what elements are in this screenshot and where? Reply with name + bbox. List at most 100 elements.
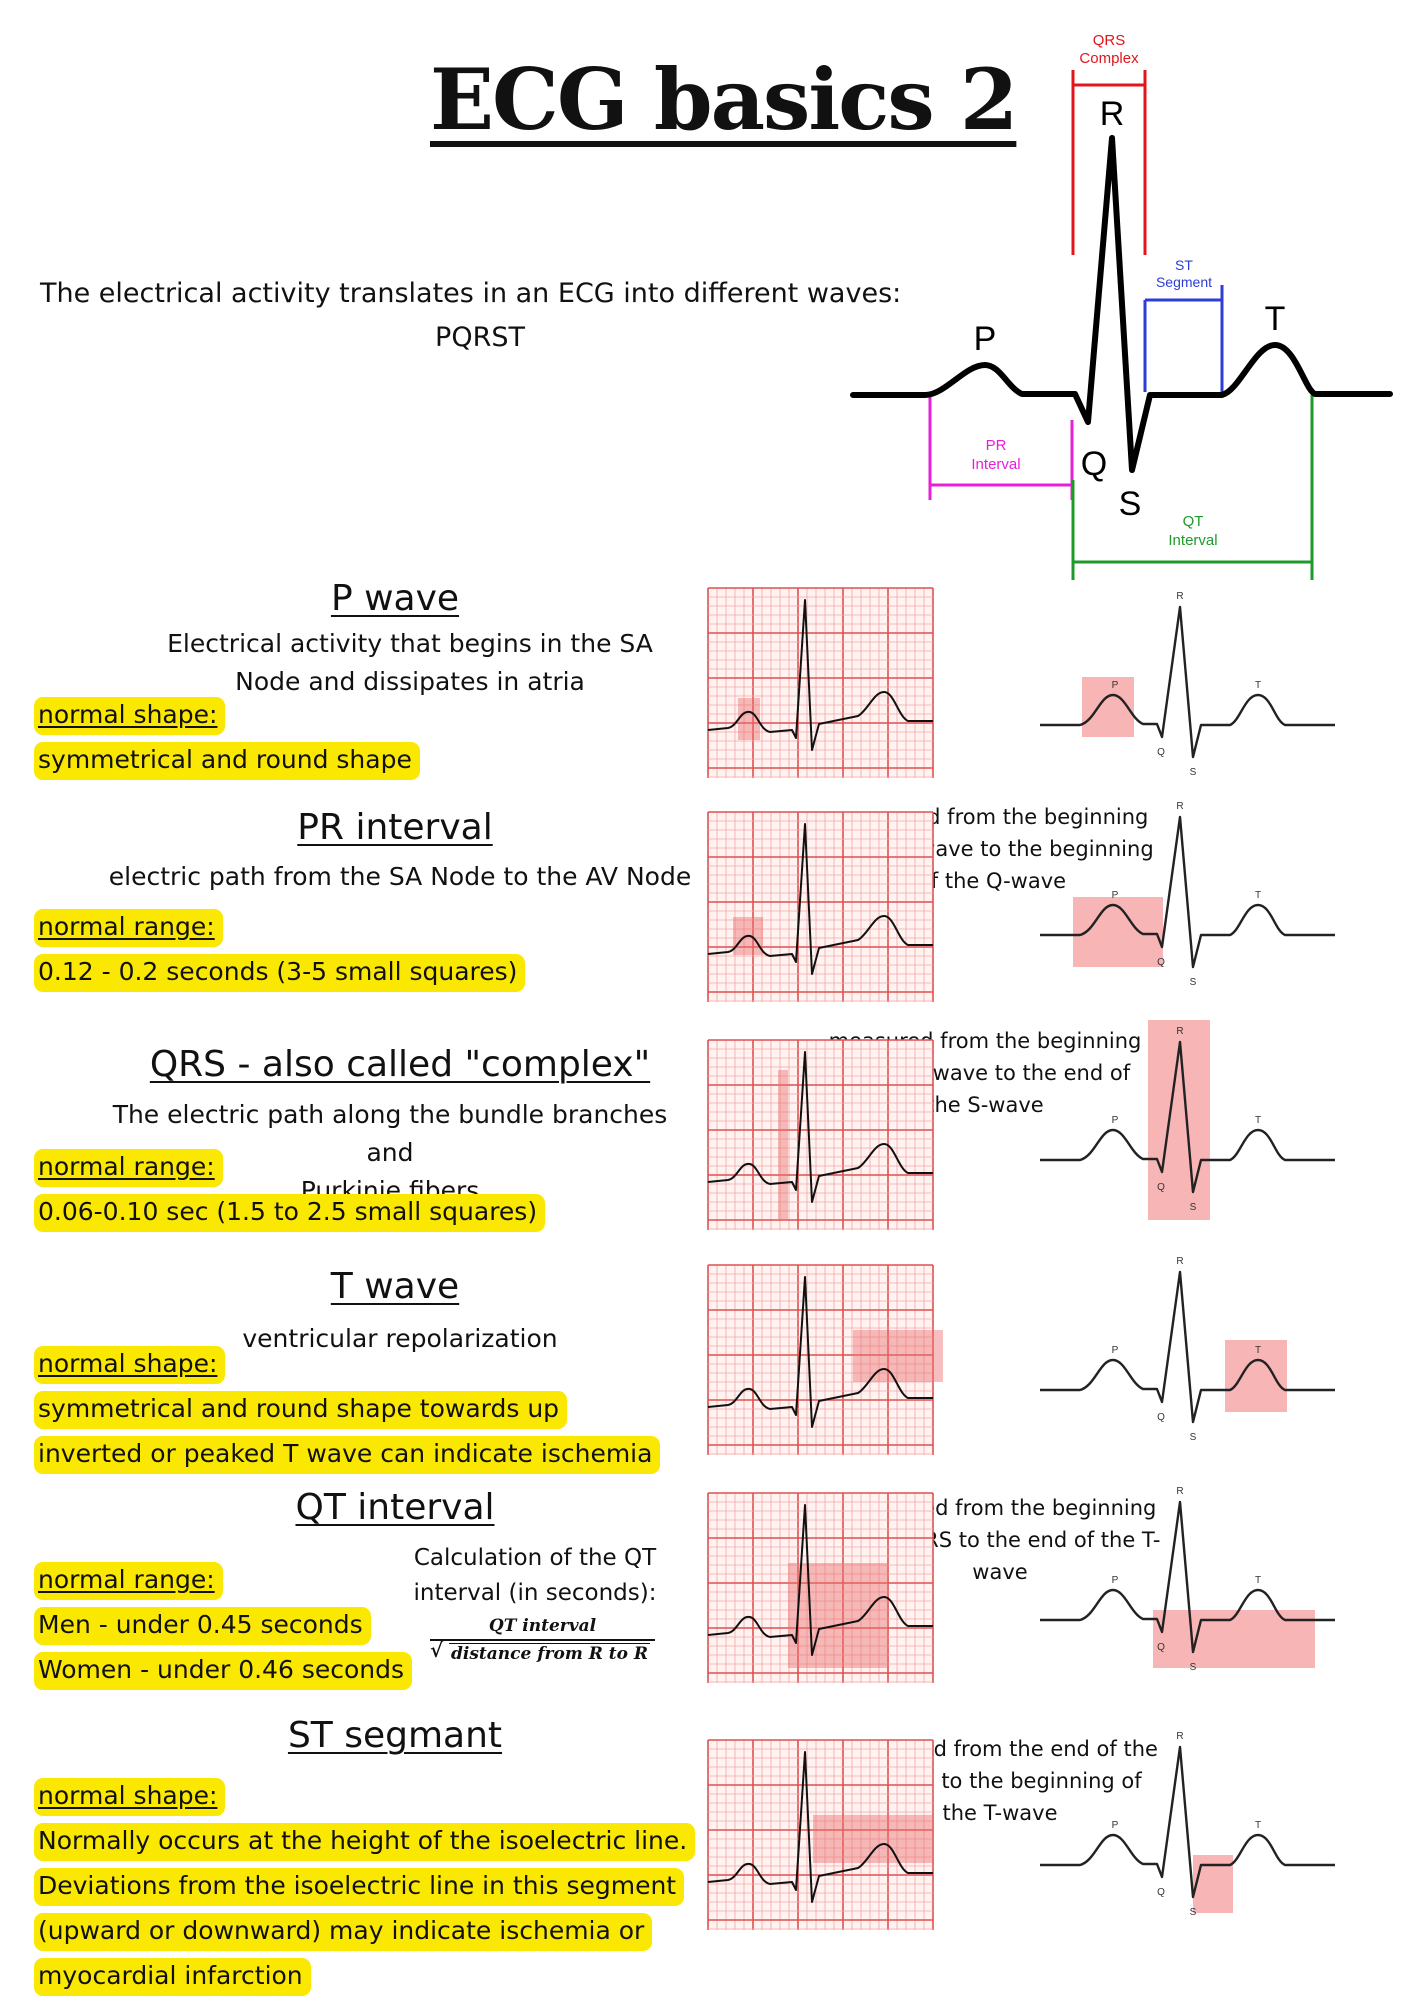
mini-ecg-trace [1040, 1500, 1335, 1654]
normal-value: Deviations from the isoelectric line in … [34, 1868, 685, 1906]
wave-letter: P [1112, 680, 1119, 691]
sqrt-icon: √ [430, 1638, 444, 1662]
strip-paper [708, 1040, 933, 1230]
wave-letter: P [1112, 1575, 1119, 1586]
wave-letter: T [1255, 1345, 1261, 1356]
wave-letter: T [1255, 1820, 1261, 1831]
normal-value: symmetrical and round shape towards up [34, 1391, 568, 1429]
wave-letter: R [1176, 1256, 1183, 1267]
wave-letter: Q [1157, 1412, 1165, 1423]
section-description: ventricular repolarization [200, 1320, 600, 1358]
ecg-trace [707, 1504, 933, 1656]
ecg-strip [707, 1492, 934, 1683]
normal-values: normal range: Men - under 0.45 seconds W… [34, 1562, 413, 1697]
ecg-strip [707, 1739, 934, 1930]
wave-letter: Q [1157, 1642, 1165, 1653]
normal-values: normal range: 0.06-0.10 sec (1.5 to 2.5 … [34, 1149, 546, 1239]
q-letter: Q [1081, 445, 1107, 483]
wave-letter: R [1176, 1026, 1183, 1037]
section-description: Electrical activity that begins in the S… [140, 625, 680, 701]
ecg-trace [707, 1751, 933, 1903]
strip-paper [708, 588, 933, 778]
normal-value: 0.06-0.10 sec (1.5 to 2.5 small squares) [34, 1194, 546, 1232]
pr-label: PR [986, 437, 1007, 454]
note-line: of the Q-wave [917, 869, 1067, 893]
wave-letter: S [1190, 977, 1197, 988]
ecg-trace [707, 1276, 933, 1428]
highlight-box [1225, 1340, 1287, 1412]
ecg-trace [707, 599, 933, 751]
mini-ecg-trace [1040, 605, 1335, 759]
wave-letter: S [1190, 1662, 1197, 1673]
highlight-box [778, 1070, 788, 1220]
highlight-box [1153, 1610, 1315, 1668]
normal-values: normal shape: Normally occurs at the hei… [34, 1778, 696, 2003]
wave-letter: Q [1157, 957, 1165, 968]
section-description: electric path from the SA Node to the AV… [100, 858, 700, 896]
section-title: QRS - also called "complex" [149, 1044, 651, 1085]
ecg-strip [707, 587, 934, 778]
qrs-label: QRS [1093, 32, 1126, 49]
complex-label: Complex [1079, 50, 1139, 67]
ecg-strip [707, 1264, 943, 1455]
intro-text: The electrical activity translates in an… [40, 272, 940, 360]
wave-letter: R [1176, 1486, 1183, 1497]
wave-letter: T [1255, 890, 1261, 901]
section-title: P wave [330, 578, 460, 619]
desc-line: Electrical activity that begins in the S… [167, 629, 653, 658]
normal-values: normal shape: symmetrical and round shap… [34, 1346, 661, 1481]
normal-label: normal range: [34, 909, 223, 947]
mini-ecg-trace [1040, 1040, 1335, 1194]
page-title: ECG basics 2 [430, 50, 1018, 149]
highlight-box [738, 698, 760, 740]
qt-interval-label: Interval [1168, 532, 1217, 549]
normal-values: normal range: 0.12 - 0.2 seconds (3-5 sm… [34, 909, 526, 999]
ecg-trace [707, 1051, 933, 1203]
ecg-trace [707, 823, 933, 975]
intro-waves: PQRST [435, 322, 525, 353]
ecg-strip [707, 1039, 934, 1230]
highlight-box [853, 1330, 943, 1382]
note-line: wave [972, 1560, 1028, 1584]
section-title: T wave [330, 1266, 460, 1307]
wave-letter: T [1255, 1115, 1261, 1126]
normal-value: 0.12 - 0.2 seconds (3-5 small squares) [34, 954, 526, 992]
normal-value: Normally occurs at the height of the iso… [34, 1823, 696, 1861]
wave-letter: S [1190, 1907, 1197, 1918]
desc-line: ventricular repolarization [242, 1324, 558, 1353]
wave-letter: T [1255, 680, 1261, 691]
normal-value: symmetrical and round shape [34, 742, 420, 780]
st-label: ST [1175, 257, 1193, 273]
normal-label: normal shape: [34, 1778, 226, 1816]
highlight-box [1082, 677, 1134, 737]
normal-label: normal range: [34, 1149, 223, 1187]
qt-formula: QT interval √ distance from R to R [430, 1616, 655, 1664]
formula-denominator: distance from R to R [448, 1643, 651, 1664]
pqrst-diagram: QRS Complex ST Segment PR Interval QT In… [850, 32, 1393, 580]
segment-label: Segment [1156, 274, 1212, 290]
wave-letter: T [1255, 1575, 1261, 1586]
wave-letter: R [1176, 801, 1183, 812]
r-letter: R [1100, 95, 1125, 133]
wave-letter: R [1176, 591, 1183, 602]
normal-values: normal shape: symmetrical and round shap… [34, 697, 420, 787]
strip-paper [708, 1493, 933, 1683]
wave-letter: P [1112, 1345, 1119, 1356]
t-letter: T [1265, 300, 1286, 338]
qt-label: QT [1183, 513, 1204, 530]
mini-ecg-trace [1040, 1745, 1335, 1899]
normal-label: normal shape: [34, 697, 226, 735]
normal-label: normal shape: [34, 1346, 226, 1384]
normal-value: inverted or peaked T wave can indicate i… [34, 1436, 661, 1474]
wave-letter: Q [1157, 1182, 1165, 1193]
mini-pqrst-diagram: P R Q S T [1040, 1486, 1335, 1673]
wave-letter: P [1112, 1115, 1119, 1126]
normal-value: Women - under 0.46 seconds [34, 1652, 413, 1690]
desc-line: The electric path along the bundle branc… [112, 1100, 668, 1167]
note-line: the S-wave [926, 1093, 1044, 1117]
highlight-box [813, 1815, 933, 1863]
section-title: QT interval [295, 1487, 495, 1528]
